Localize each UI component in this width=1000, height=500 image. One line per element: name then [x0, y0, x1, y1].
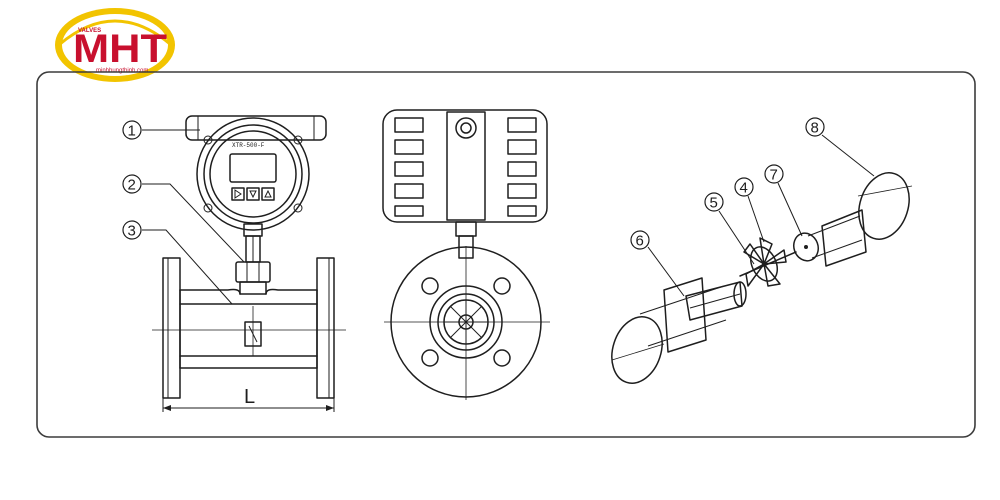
rotor-support-right	[821, 209, 867, 267]
callout-6-label: 6	[636, 233, 644, 250]
exploded-view	[611, 172, 913, 384]
callout-7	[764, 164, 784, 184]
callouts: 1 2 3 4 5 6 7 8	[122, 117, 875, 305]
device-model-label: XTR-500-F	[232, 142, 265, 149]
diagram-panel	[36, 71, 976, 438]
shaft-5	[739, 251, 797, 277]
logo-url: minhhungthinh.com	[96, 68, 148, 74]
meter-body	[179, 288, 318, 295]
logo-tagline: VALVES	[78, 28, 101, 34]
right-flange	[316, 257, 335, 399]
callout-1	[122, 120, 142, 140]
callout-4	[734, 177, 754, 197]
transmitter-housing	[196, 117, 310, 231]
logo-brand: MHT	[73, 27, 167, 71]
keypad	[231, 187, 275, 201]
callout-7-label: 7	[770, 167, 778, 184]
lcd-display	[229, 153, 277, 183]
callout-2	[122, 174, 142, 194]
callout-4-label: 4	[740, 180, 748, 197]
side-view	[382, 109, 550, 400]
rotor-4	[743, 237, 787, 287]
pickup-coil-nut	[235, 261, 271, 283]
callout-1-label: 1	[128, 123, 136, 140]
retaining-ring-8	[858, 172, 910, 240]
front-view: XTR-500-F	[152, 115, 346, 412]
side-housing	[382, 109, 548, 223]
callout-3	[122, 220, 142, 240]
callout-5	[704, 192, 724, 212]
callout-2-label: 2	[128, 177, 136, 194]
callout-6	[630, 230, 650, 250]
rotor-support-6	[639, 277, 747, 353]
retaining-ring-left	[611, 316, 663, 384]
callout-3-label: 3	[128, 223, 136, 240]
left-flange	[162, 257, 181, 399]
dimension-l-label: L	[244, 386, 255, 408]
callout-5-label: 5	[710, 195, 718, 212]
callout-8-label: 8	[811, 120, 819, 137]
brand-logo: VALVES MHT minhhungthinh.com	[55, 8, 175, 82]
callout-8	[805, 117, 825, 137]
cable-gland	[455, 117, 477, 139]
